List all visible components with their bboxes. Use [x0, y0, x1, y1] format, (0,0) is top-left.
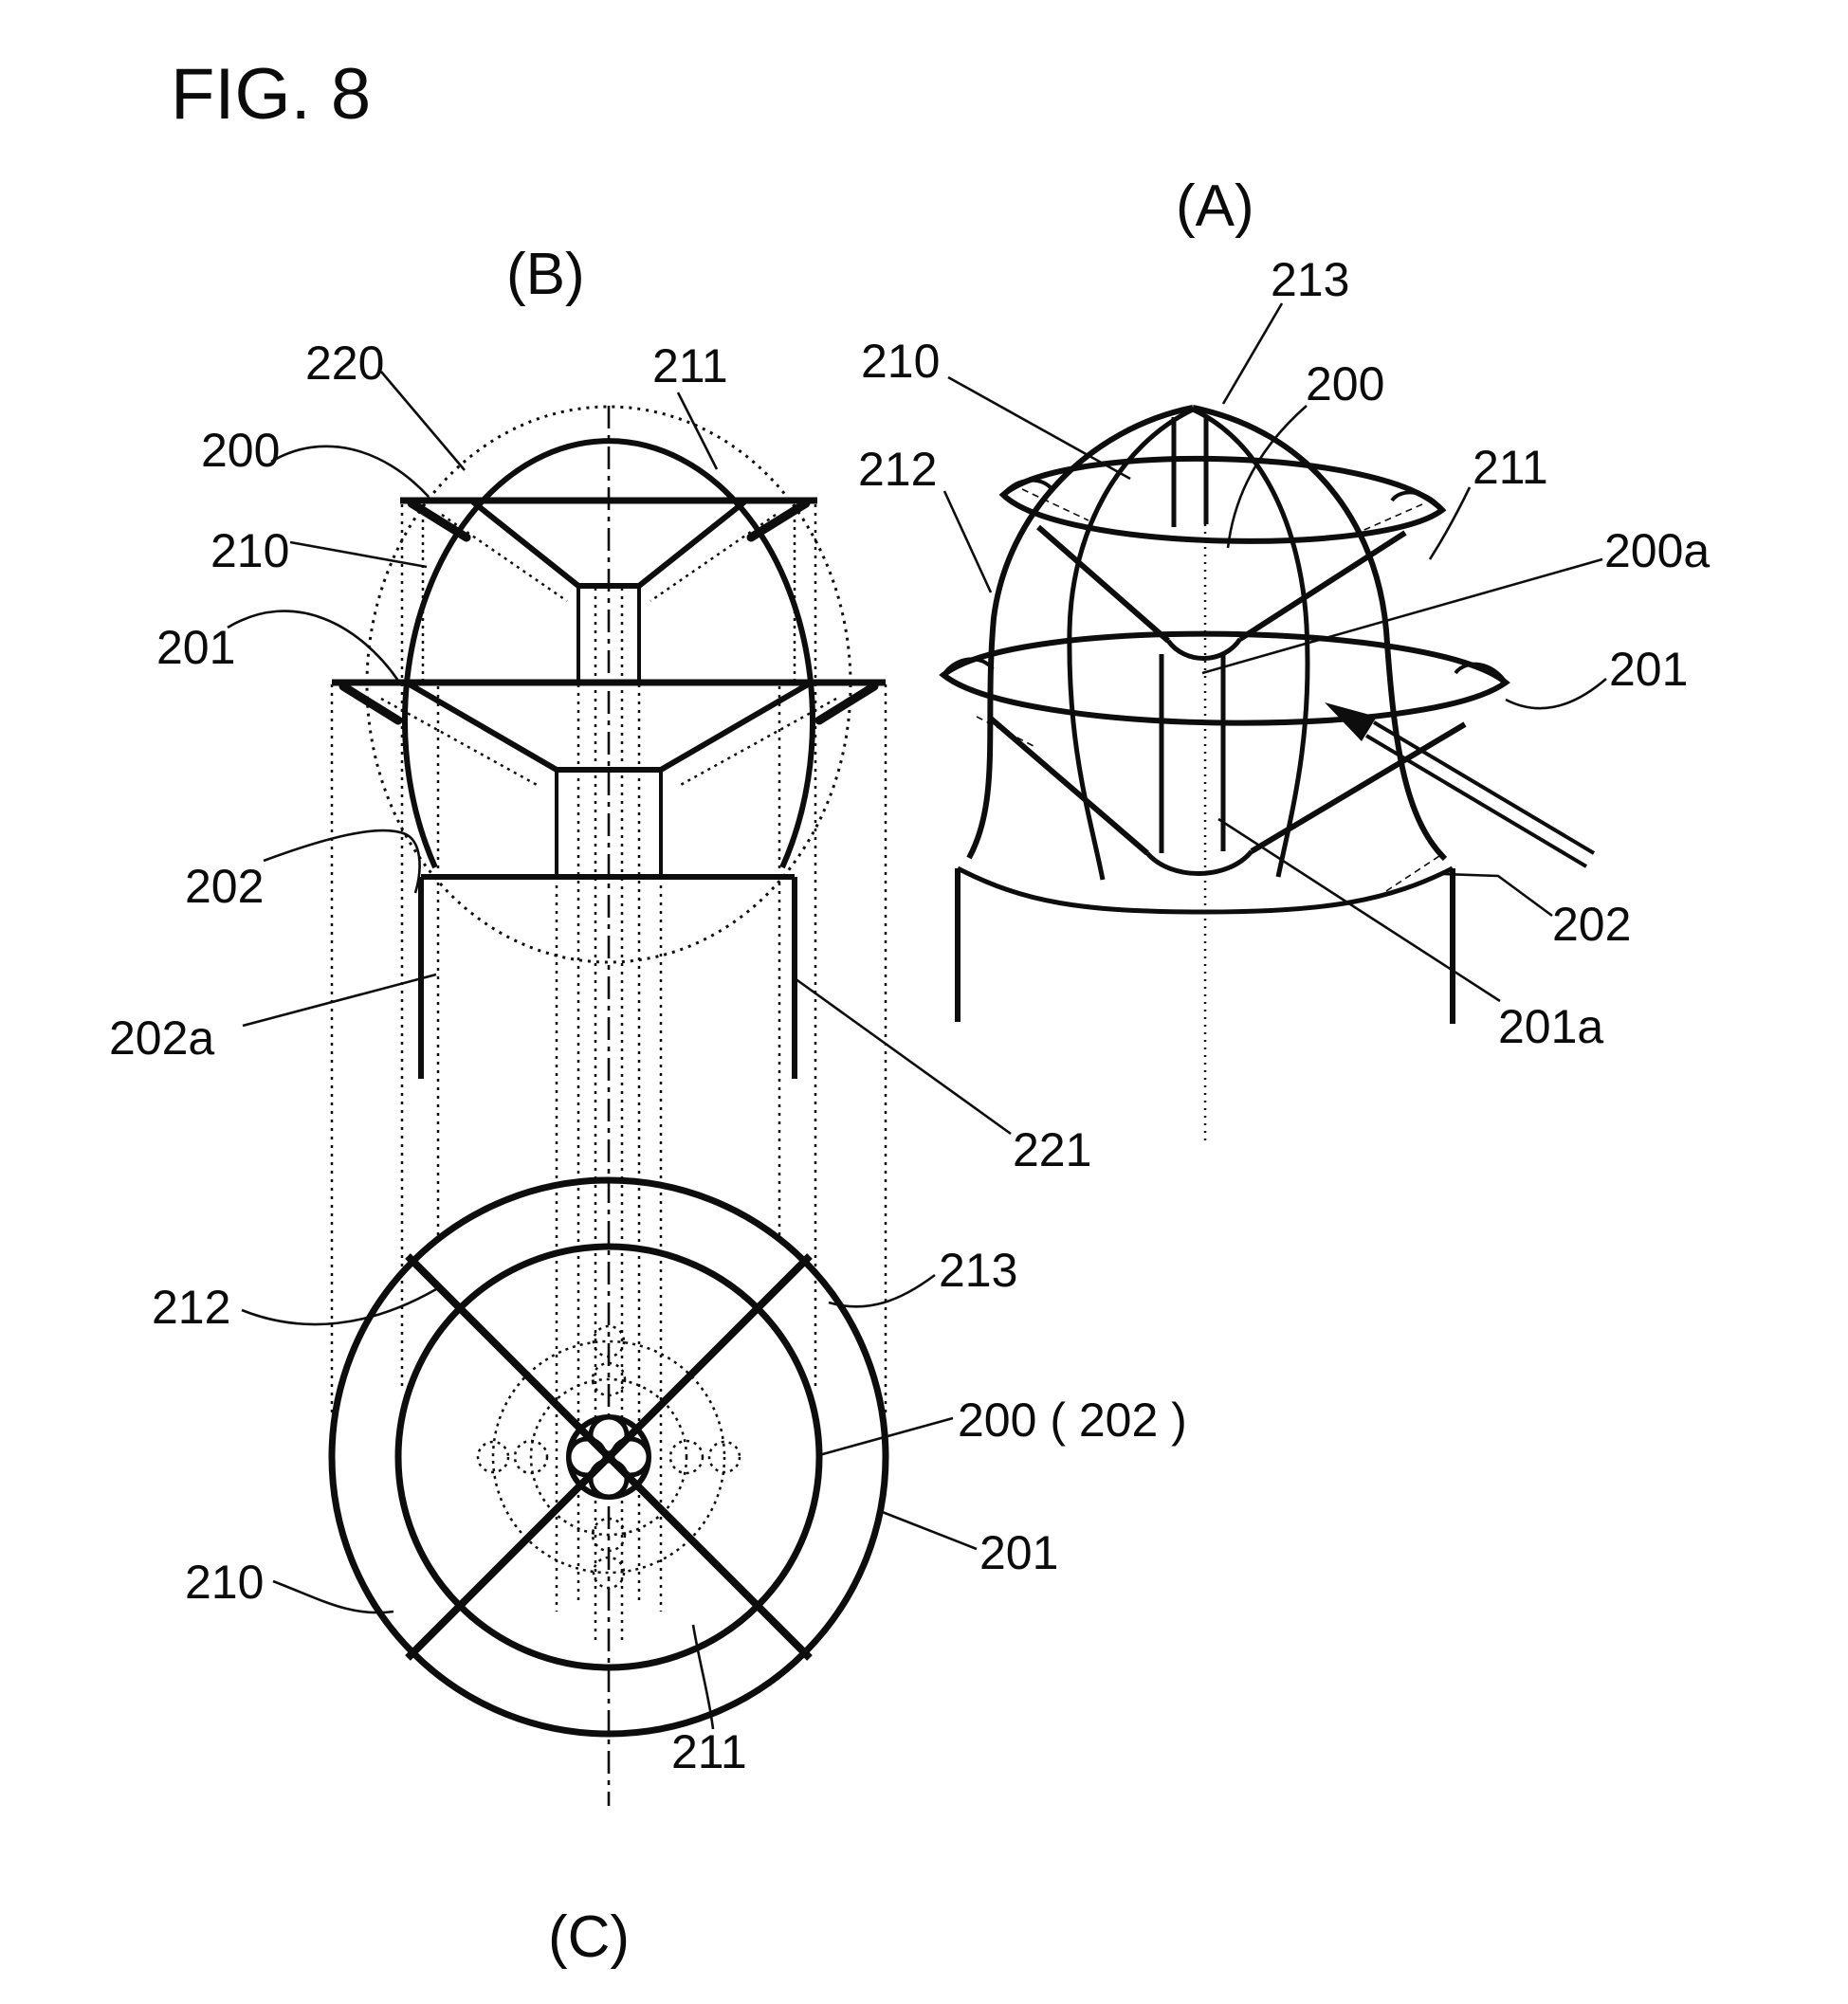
flap-fold-lines	[976, 488, 1440, 892]
arrow-head	[1325, 702, 1377, 741]
view-c-drawing	[328, 1176, 889, 1738]
ref-label-201-b: 201	[156, 621, 235, 674]
leader-c210	[272, 1579, 394, 1614]
arrow-shaft-line-1	[1372, 720, 1596, 855]
leader-a213	[1221, 302, 1284, 405]
direction-arrow	[1325, 702, 1596, 868]
dotted-guide-rings	[476, 1324, 741, 1590]
lower-rim-right-tip-curl	[1454, 662, 1508, 684]
egg-outline-right	[1192, 405, 1448, 862]
ref-label-211-a: 211	[1473, 441, 1548, 494]
leader-c213	[828, 1273, 936, 1308]
ref-label-210-b: 210	[210, 524, 289, 577]
leader-b211	[676, 392, 719, 470]
leader-b221	[794, 976, 1012, 1136]
ref-label-211-c: 211	[671, 1725, 747, 1778]
upper-funnel-dotted-echo-left	[441, 513, 568, 603]
leader-b200	[270, 445, 430, 498]
ref-label-220: 220	[305, 337, 384, 390]
leader-a201a	[1217, 817, 1501, 1003]
view-b-drawing	[330, 405, 887, 1806]
ref-label-202a: 202a	[109, 1011, 214, 1065]
ref-label-201a: 201a	[1498, 1000, 1603, 1053]
upper-rim-band	[998, 455, 1447, 544]
lower-rim-left-flap	[338, 682, 403, 725]
upper-cone-throat	[1165, 637, 1243, 661]
outer-rim-circle	[328, 1176, 889, 1738]
upper-funnel-dotted-echo-right	[650, 513, 777, 603]
arrow-shaft-line-2	[1364, 734, 1588, 868]
inner-rim-circle	[394, 1243, 823, 1671]
ref-label-200-202-c: 200 ( 202 )	[958, 1394, 1187, 1447]
lower-rim-left-tip-curl	[942, 657, 995, 677]
ref-label-221: 221	[1013, 1123, 1091, 1176]
leader-b202a	[242, 973, 437, 1028]
ref-label-202-a: 202	[1552, 898, 1631, 951]
ref-label-210-a: 210	[861, 335, 940, 388]
lower-cone-throat	[1145, 849, 1253, 876]
leader-a201	[1505, 678, 1607, 710]
ref-label-210-c: 210	[185, 1556, 264, 1609]
view-c-label: (C)	[548, 1904, 630, 1970]
leader-a200	[1226, 405, 1308, 549]
leader-a200a	[1201, 557, 1603, 675]
upper-rim-right-tip-curl	[1390, 490, 1444, 512]
upper-rim-left-flap	[407, 499, 471, 542]
ref-label-213-a: 213	[1271, 253, 1349, 306]
leader-c211	[691, 1624, 715, 1730]
leader-a212	[942, 490, 993, 593]
upper-rim-right-flap	[746, 499, 811, 542]
lower-cone-right-edge	[1250, 721, 1467, 854]
upper-cone-right-edge	[1238, 530, 1407, 642]
upper-rim-left-tip-curl	[1001, 478, 1054, 497]
figure-title: FIG. 8	[171, 54, 371, 135]
lower-funnel-cone	[408, 682, 810, 773]
ref-label-212-c: 212	[152, 1281, 230, 1334]
leader-a210	[947, 375, 1131, 481]
ref-label-200-b: 200	[201, 424, 280, 477]
ref-label-213-c: 213	[939, 1244, 1017, 1297]
ref-label-212-a: 212	[858, 443, 937, 496]
view-a-label: (A)	[1176, 173, 1254, 239]
view-b-label: (B)	[506, 242, 585, 307]
egg-body-outline	[402, 438, 815, 869]
egg-outline-left	[966, 405, 1194, 860]
ref-label-211-b: 211	[652, 339, 728, 392]
leader-c201	[879, 1509, 978, 1551]
upper-funnel-cone	[469, 498, 748, 589]
leader-lines	[227, 302, 1607, 1730]
egg-meridian-right	[1191, 407, 1310, 878]
leader-c212	[241, 1287, 437, 1326]
leader-a211	[1428, 486, 1472, 560]
egg-meridian-left	[1067, 407, 1195, 881]
ref-label-201-a: 201	[1609, 643, 1688, 696]
projection-lines-dotted	[330, 504, 887, 1642]
upper-cone-left-edge	[1036, 524, 1170, 644]
leader-b220	[380, 371, 466, 471]
leader-b202	[263, 829, 421, 894]
view-a-drawing	[939, 405, 1596, 1142]
ref-label-200a: 200a	[1604, 524, 1710, 577]
leader-a202	[1442, 872, 1553, 918]
reference-numerals: 220 200 210 201 211 202 202a 221 213 200…	[109, 253, 1710, 1778]
leader-b210	[289, 540, 428, 569]
leader-c200-202	[818, 1416, 954, 1457]
ref-label-201-c: 201	[979, 1526, 1058, 1579]
ref-label-202-b: 202	[185, 860, 264, 913]
leader-b201	[227, 610, 400, 682]
lower-cone-left-edge	[989, 716, 1149, 856]
cross-strip-ne-sw	[405, 1253, 813, 1661]
base-cylinder-rim	[956, 865, 1455, 915]
lower-rim-right-flap	[814, 682, 879, 725]
ref-label-200-a: 200	[1306, 357, 1384, 410]
